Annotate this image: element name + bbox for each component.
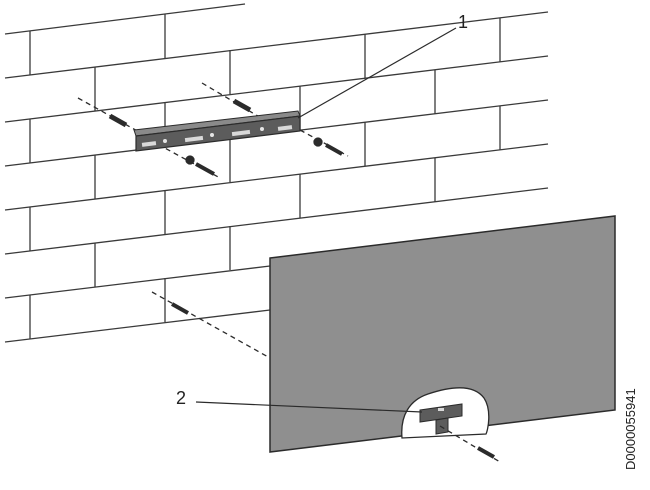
- panel-bracket-plate: [419, 403, 463, 423]
- wall-plug-icon: [313, 137, 323, 147]
- rail-hole: [260, 127, 264, 131]
- mortar-line: [4, 309, 271, 343]
- mortar-line: [4, 55, 549, 123]
- mounting-rail: [133, 110, 301, 152]
- panel-top-screw: [151, 291, 271, 359]
- leader-line-1: [297, 27, 457, 119]
- screw-icon: [195, 162, 215, 176]
- callout-label-1: 1: [458, 12, 468, 32]
- rail-slot: [231, 129, 251, 137]
- mortar-line: [4, 265, 271, 299]
- brick-wall: [4, 3, 549, 343]
- mortar-line: [4, 143, 549, 211]
- mortar-line: [4, 3, 246, 35]
- screw-icon: [108, 113, 128, 128]
- screw-insertion-line: [151, 291, 271, 359]
- panel-bracket-slot: [438, 408, 444, 411]
- screw-icon: [171, 302, 189, 315]
- rail-hole: [163, 139, 167, 143]
- panel-bracket: [419, 403, 463, 435]
- mounting-rail-body: [135, 115, 301, 152]
- screw-icon: [325, 143, 343, 156]
- screw-insertion-line: [77, 97, 151, 139]
- screw-icon: [477, 446, 495, 459]
- rail-hole: [210, 133, 214, 137]
- rail-slot: [184, 135, 204, 143]
- wall-plug-icon: [185, 155, 195, 165]
- callout-label-2: 2: [176, 388, 186, 408]
- panel-bracket-stem: [435, 417, 449, 435]
- rail-slot: [277, 125, 293, 131]
- document-id: D0000055941: [623, 388, 638, 470]
- leader-lines: [195, 27, 457, 413]
- panel-face: [269, 215, 616, 453]
- screw-icon: [232, 98, 252, 113]
- rail-screws: [77, 82, 349, 179]
- leader-line-2: [195, 401, 423, 413]
- rail-slot: [141, 141, 157, 147]
- appliance-panel: [269, 215, 616, 463]
